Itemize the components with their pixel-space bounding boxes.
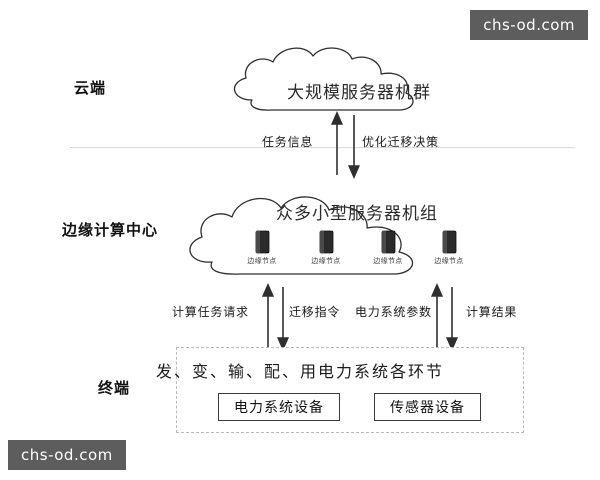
tier-label-terminal: 终端 <box>98 379 131 397</box>
arrow-cloud-up <box>330 110 344 175</box>
flow-label-optimized-migration-decision: 优化迁移决策 <box>362 135 439 149</box>
edge-node-label-1: 边缘节点 <box>247 257 277 265</box>
cloud-shape-top <box>234 47 414 111</box>
arrow-edge-up-right <box>430 282 444 347</box>
cloud-shape-edge <box>189 196 414 275</box>
terminal-box-sensor-equipment: 传感器设备 <box>374 393 481 421</box>
edge-node-label-2: 边缘节点 <box>311 257 341 265</box>
cloud-label-small-server-groups: 众多小型服务器机组 <box>276 204 438 224</box>
cloud-label-large-server-cluster: 大规模服务器机群 <box>287 83 431 103</box>
flow-label-compute-result: 计算结果 <box>466 305 518 319</box>
tier-label-edge: 边缘计算中心 <box>62 221 159 239</box>
edge-node-label-3: 边缘节点 <box>373 257 403 265</box>
terminal-title: 发、变、输、配、用电力系统各环节 <box>155 362 445 381</box>
arrow-edge-up-left <box>261 282 275 347</box>
arrow-edge-down-right <box>445 287 459 352</box>
tier-divider-cloud-edge <box>70 147 575 148</box>
arrow-edge-down-left <box>276 287 290 352</box>
flow-label-compute-task-request: 计算任务请求 <box>172 305 249 319</box>
terminal-box-power-system-equipment: 电力系统设备 <box>218 393 340 421</box>
flow-label-task-info: 任务信息 <box>262 135 314 149</box>
edge-node-server-4 <box>442 230 457 254</box>
edge-node-servers <box>255 230 457 254</box>
tier-label-cloud: 云端 <box>74 79 107 97</box>
edge-node-server-1 <box>255 230 270 254</box>
arrow-cloud-down <box>347 115 361 180</box>
watermark-bottom: chs-od.com <box>8 440 126 470</box>
flow-label-migration-command: 迁移指令 <box>289 305 341 319</box>
edge-node-label-4: 边缘节点 <box>434 257 464 265</box>
flow-label-power-system-parameters: 电力系统参数 <box>355 305 432 319</box>
edge-node-server-2 <box>319 230 334 254</box>
edge-node-server-3 <box>381 230 396 254</box>
watermark-top: chs-od.com <box>470 10 588 40</box>
